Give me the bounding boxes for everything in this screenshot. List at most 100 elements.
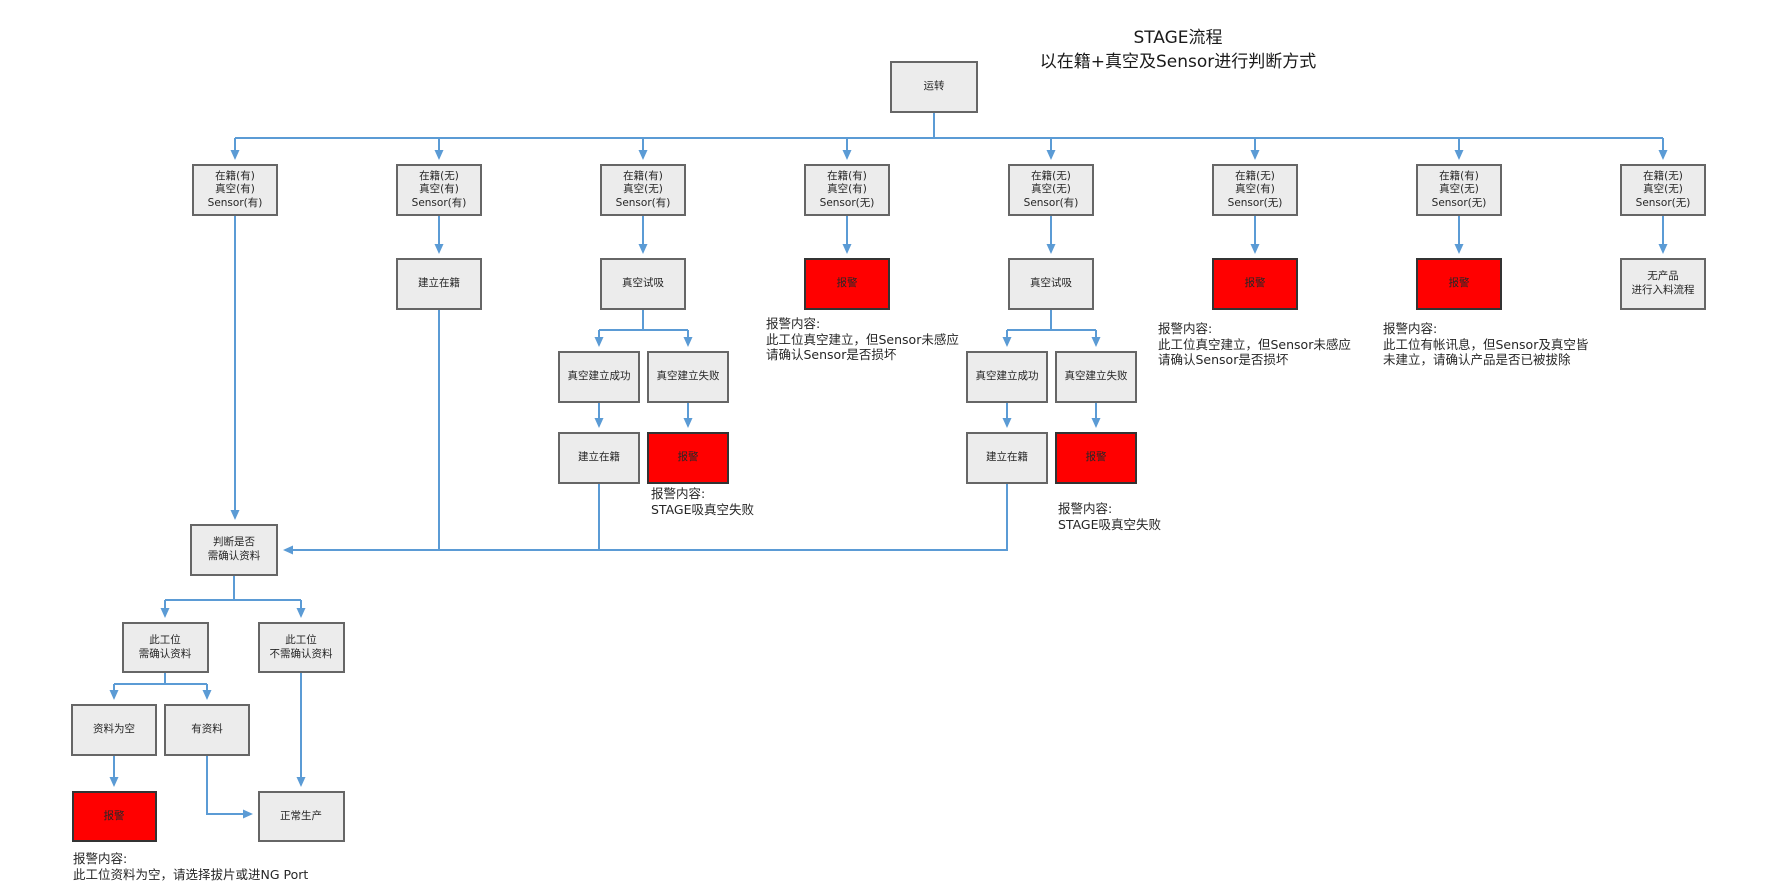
node-cond-4: 在籍(有)真空(有)Sensor(无) — [804, 164, 890, 216]
node-cond-3-label: Sensor(有) — [615, 196, 671, 209]
node-cond-3-label: 真空(无) — [623, 183, 663, 196]
node-no-product-branch8: 无产品进行入料流程 — [1620, 258, 1706, 310]
node-vacuum-ok-branch5-label: 真空建立成功 — [975, 370, 1039, 383]
node-register-branch5-label: 建立在籍 — [986, 451, 1028, 464]
note-alarm-branch6-line: 请确认Sensor是否损坏 — [1158, 352, 1289, 367]
node-vacuum-try-branch3: 真空试吸 — [600, 258, 686, 310]
node-cond-6-label: 在籍(无) — [1235, 169, 1275, 182]
node-cond-3-label: 在籍(有) — [623, 169, 663, 182]
note-alarm-branch3-line: STAGE吸真空失败 — [651, 501, 755, 517]
node-register-branch5: 建立在籍 — [966, 432, 1048, 484]
node-alarm-bottom-label: 报警 — [103, 809, 125, 822]
node-vacuum-fail-branch5: 真空建立失败 — [1055, 351, 1137, 403]
node-vacuum-try-branch5: 真空试吸 — [1008, 258, 1094, 310]
node-alarm-branch3: 报警 — [647, 432, 729, 484]
node-no-product-branch8-label: 进行入料流程 — [1631, 284, 1695, 296]
node-cond-8-label: Sensor(无) — [1635, 196, 1691, 209]
node-register-branch2-label: 建立在籍 — [418, 277, 460, 290]
node-cond-2-label: 真空(有) — [419, 183, 459, 196]
node-run: 运转 — [890, 61, 978, 113]
node-alarm-bottom: 报警 — [71, 791, 157, 842]
node-cond-8-label: 真空(无) — [1643, 183, 1683, 196]
node-alarm-branch4: 报警 — [804, 258, 890, 310]
note-alarm-branch6: 报警内容:此工位真空建立，但Sensor未感应请确认Sensor是否损坏 — [1158, 321, 1351, 368]
page-title-line2: 以在籍+真空及Sensor进行判断方式 — [1039, 52, 1317, 72]
node-no-product-branch8-label: 无产品 — [1647, 270, 1679, 283]
node-cond-7-label: Sensor(无) — [1431, 196, 1487, 209]
node-cond-8-label: 在籍(无) — [1643, 169, 1683, 182]
node-run-label: 运转 — [923, 80, 945, 93]
node-data-empty: 资料为空 — [71, 704, 157, 756]
note-alarm-branch3: 报警内容:STAGE吸真空失败 — [651, 486, 754, 517]
node-cond-7-label: 在籍(有) — [1439, 169, 1479, 182]
node-cond-2-label: Sensor(有) — [411, 196, 467, 209]
node-judge-confirm-label: 判断是否 — [213, 536, 255, 549]
edge-hasdata-normal — [206, 756, 253, 819]
node-vacuum-try-branch3-label: 真空试吸 — [622, 277, 664, 290]
node-cond-6-label: Sensor(无) — [1227, 196, 1283, 209]
node-no-need-confirm-label: 不需确认资料 — [269, 647, 333, 660]
node-register-branch3: 建立在籍 — [558, 432, 640, 484]
note-alarm-branch5: 报警内容:STAGE吸真空失败 — [1058, 501, 1161, 532]
node-alarm-branch6-label: 报警 — [1244, 277, 1266, 290]
note-alarm-branch7-line: 未建立，请确认产品是否已被拔除 — [1383, 352, 1571, 367]
note-alarm-branch5-line: STAGE吸真空失败 — [1058, 516, 1162, 532]
node-alarm-branch6: 报警 — [1212, 258, 1298, 310]
node-alarm-branch7: 报警 — [1416, 258, 1502, 310]
node-cond-6-label: 真空(有) — [1235, 183, 1275, 196]
node-cond-1: 在籍(有)真空(有)Sensor(有) — [192, 164, 278, 216]
node-judge-confirm-label: 需确认资料 — [207, 550, 261, 562]
node-alarm-branch4-label: 报警 — [836, 277, 858, 290]
node-cond-1-label: 真空(有) — [215, 183, 255, 196]
note-alarm-bottom-line: 报警内容: — [73, 851, 128, 866]
node-has-data-label: 有资料 — [191, 723, 223, 736]
note-alarm-bottom: 报警内容:此工位资料为空，请选择拔片或进NG Port — [73, 851, 308, 882]
node-alarm-branch3-label: 报警 — [677, 451, 699, 464]
note-alarm-branch4-line: 请确认Sensor是否损坏 — [766, 347, 897, 362]
node-cond-1-label: 在籍(有) — [215, 169, 255, 182]
node-cond-5-label: 真空(无) — [1031, 183, 1071, 196]
node-register-branch3-label: 建立在籍 — [578, 451, 620, 464]
node-cond-2-label: 在籍(无) — [419, 169, 459, 182]
note-alarm-branch4: 报警内容:此工位真空建立，但Sensor未感应请确认Sensor是否损坏 — [766, 316, 959, 363]
node-cond-5-label: 在籍(无) — [1031, 169, 1071, 182]
note-alarm-branch7-line: 此工位有帐讯息，但Sensor及真空皆 — [1383, 336, 1589, 352]
node-cond-5: 在籍(无)真空(无)Sensor(有) — [1008, 164, 1094, 216]
note-alarm-branch3-line: 报警内容: — [651, 486, 706, 501]
node-normal-production-label: 正常生产 — [280, 809, 322, 822]
node-no-need-confirm-label: 此工位 — [285, 633, 317, 646]
node-cond-2: 在籍(无)真空(有)Sensor(有) — [396, 164, 482, 216]
node-need-confirm: 此工位需确认资料 — [121, 622, 209, 673]
node-alarm-branch7-label: 报警 — [1448, 277, 1470, 290]
node-has-data: 有资料 — [164, 704, 250, 756]
node-vacuum-fail-branch5-label: 真空建立失败 — [1064, 370, 1128, 383]
node-vacuum-ok-branch3-label: 真空建立成功 — [567, 370, 631, 383]
node-cond-4-label: 真空(有) — [827, 183, 867, 196]
node-vacuum-fail-branch3: 真空建立失败 — [647, 351, 729, 403]
node-alarm-branch5: 报警 — [1055, 432, 1137, 484]
node-cond-7: 在籍(有)真空(无)Sensor(无) — [1416, 164, 1502, 216]
node-cond-1-label: Sensor(有) — [207, 196, 263, 209]
note-alarm-branch4-line: 报警内容: — [766, 316, 821, 331]
note-alarm-branch5-line: 报警内容: — [1058, 501, 1113, 516]
note-alarm-branch6-line: 报警内容: — [1158, 321, 1213, 336]
node-register-branch2: 建立在籍 — [396, 258, 482, 310]
note-alarm-branch6-line: 此工位真空建立，但Sensor未感应 — [1158, 336, 1351, 352]
node-no-need-confirm: 此工位不需确认资料 — [257, 622, 345, 673]
note-alarm-branch4-line: 此工位真空建立，但Sensor未感应 — [766, 331, 959, 347]
note-alarm-branch7-line: 报警内容: — [1383, 321, 1438, 336]
node-cond-5-label: Sensor(有) — [1023, 196, 1079, 209]
node-alarm-branch5-label: 报警 — [1085, 451, 1107, 464]
page-title: STAGE流程 以在籍+真空及Sensor进行判断方式 — [928, 26, 1428, 74]
node-cond-7-label: 真空(无) — [1439, 183, 1479, 196]
node-cond-4-label: 在籍(有) — [827, 169, 867, 182]
node-cond-6: 在籍(无)真空(有)Sensor(无) — [1212, 164, 1298, 216]
node-data-empty-label: 资料为空 — [93, 723, 135, 736]
node-judge-confirm: 判断是否需确认资料 — [190, 524, 278, 576]
node-need-confirm-label: 需确认资料 — [138, 647, 192, 660]
node-vacuum-ok-branch3: 真空建立成功 — [558, 351, 640, 403]
note-alarm-bottom-line: 此工位资料为空，请选择拔片或进NG Port — [73, 866, 309, 882]
node-cond-8: 在籍(无)真空(无)Sensor(无) — [1620, 164, 1706, 216]
